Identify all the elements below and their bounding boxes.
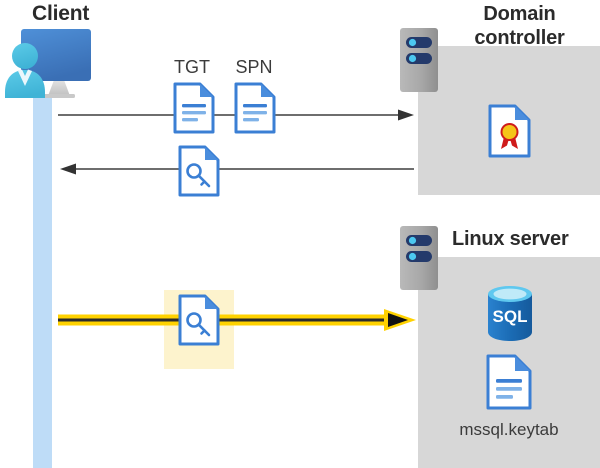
authenticate-flow-arrow xyxy=(58,308,416,332)
keytab-filename-label: mssql.keytab xyxy=(459,420,559,439)
sql-database-text: SQL xyxy=(493,307,528,326)
certificate-icon xyxy=(488,104,531,158)
client-title: Client xyxy=(32,2,90,25)
response-flow-arrow xyxy=(58,162,414,176)
request-flow-arrow xyxy=(58,108,414,122)
sql-database-icon: SQL xyxy=(483,284,537,344)
client-workstation-icon xyxy=(2,26,98,102)
linux-server-title: Linux server xyxy=(452,228,569,250)
domain-controller-title: Domain controller xyxy=(474,3,565,49)
spn-document-icon xyxy=(234,82,276,134)
client-lifeline xyxy=(33,96,52,468)
ticket-key-document-icon xyxy=(178,145,220,197)
kerberos-key-document-icon xyxy=(178,294,220,346)
spn-label: SPN xyxy=(235,57,273,77)
keytab-document-icon xyxy=(486,354,532,410)
domain-controller-server-icon xyxy=(398,26,440,94)
tgt-document-icon xyxy=(173,82,215,134)
linux-server-icon xyxy=(398,224,440,292)
tgt-label: TGT xyxy=(174,57,210,77)
